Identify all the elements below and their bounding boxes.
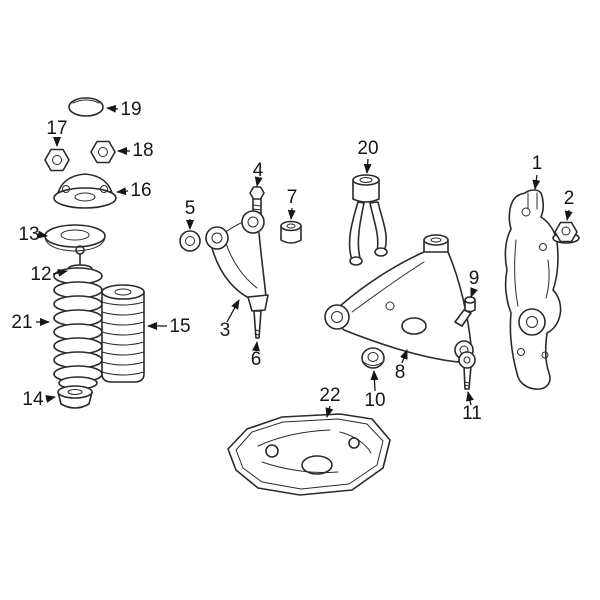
callout-22: 22 — [319, 385, 341, 418]
callout-12: 12 — [30, 264, 68, 285]
callout-label: 18 — [132, 140, 153, 161]
callout-20: 20 — [357, 138, 379, 174]
callout-4: 4 — [253, 160, 264, 187]
leader-line — [52, 268, 68, 277]
part-knuckle-hex-nut — [552, 221, 580, 244]
callout-label: 22 — [319, 385, 340, 406]
callout-label: 12 — [30, 264, 51, 285]
callout-14: 14 — [22, 389, 56, 410]
leader-line — [254, 176, 263, 187]
callout-label: 3 — [220, 320, 231, 341]
part-cap — [68, 97, 104, 117]
callout-label: 11 — [462, 403, 482, 424]
leader-line — [564, 209, 573, 221]
callout-5: 5 — [185, 198, 196, 230]
part-upper-control-arm — [205, 210, 269, 312]
leader-line — [400, 349, 408, 364]
callout-label: 8 — [395, 362, 406, 383]
callout-10: 10 — [364, 370, 386, 411]
part-lower-ball-joint — [458, 351, 476, 390]
callout-label: 1 — [532, 153, 543, 174]
part-upper-ball-joint-stud — [253, 310, 262, 339]
callout-label: 17 — [46, 118, 67, 139]
part-lower-arm-bushing — [361, 347, 385, 369]
callout-2: 2 — [564, 188, 575, 221]
part-spring-seat — [44, 224, 106, 252]
part-steering-knuckle — [504, 189, 562, 390]
callout-11: 11 — [462, 391, 482, 424]
part-lower-control-arm — [324, 234, 474, 363]
callout-label: 20 — [357, 138, 378, 159]
callout-label: 9 — [469, 268, 480, 289]
callout-17: 17 — [46, 118, 68, 147]
callout-18: 18 — [117, 140, 154, 161]
callout-7: 7 — [287, 187, 298, 220]
part-support-bracket — [348, 174, 388, 266]
leader-line — [466, 391, 474, 406]
callout-label: 2 — [564, 188, 575, 209]
callout-21: 21 — [11, 312, 50, 333]
leader-line — [106, 104, 119, 113]
part-dust-boot — [101, 284, 145, 383]
callout-15: 15 — [147, 316, 191, 337]
callout-label: 5 — [185, 198, 196, 219]
callout-label: 13 — [18, 224, 39, 245]
callout-label: 16 — [130, 180, 151, 201]
part-skid-plate — [227, 413, 391, 496]
part-mount-nut-rear — [90, 140, 116, 164]
leader-line — [370, 370, 379, 392]
leader-line — [532, 174, 541, 190]
leader-line — [45, 395, 56, 403]
callout-16: 16 — [116, 180, 152, 201]
leader-line — [325, 405, 334, 418]
callout-1: 1 — [532, 153, 543, 190]
callout-label: 7 — [287, 187, 298, 208]
part-jounce-bumper — [57, 385, 93, 409]
leader-line — [116, 187, 129, 196]
callout-3: 3 — [220, 299, 240, 341]
callout-label: 10 — [364, 390, 385, 411]
callout-label: 21 — [11, 312, 32, 333]
part-barrel-bushing — [280, 220, 302, 244]
callout-label: 4 — [253, 160, 264, 181]
leader-line — [470, 287, 478, 298]
callout-label: 15 — [169, 316, 190, 337]
part-coil-spring — [53, 267, 103, 390]
callout-label: 19 — [120, 99, 141, 120]
part-strut-mount — [53, 173, 117, 209]
callout-label: 6 — [251, 349, 262, 370]
callout-label: 14 — [22, 389, 44, 410]
leader-line — [226, 299, 240, 323]
leader-line — [363, 158, 372, 174]
callout-13: 13 — [18, 224, 48, 245]
callout-19: 19 — [106, 99, 142, 120]
leader-line — [252, 341, 260, 352]
callout-6: 6 — [251, 341, 262, 370]
part-mount-nut-front — [44, 148, 70, 172]
part-small-bushing — [179, 230, 201, 252]
leader-line — [37, 230, 48, 239]
callout-8: 8 — [395, 349, 408, 383]
leader-line — [287, 207, 296, 220]
callout-9: 9 — [469, 268, 480, 298]
part-bracket-bolt — [454, 296, 476, 327]
